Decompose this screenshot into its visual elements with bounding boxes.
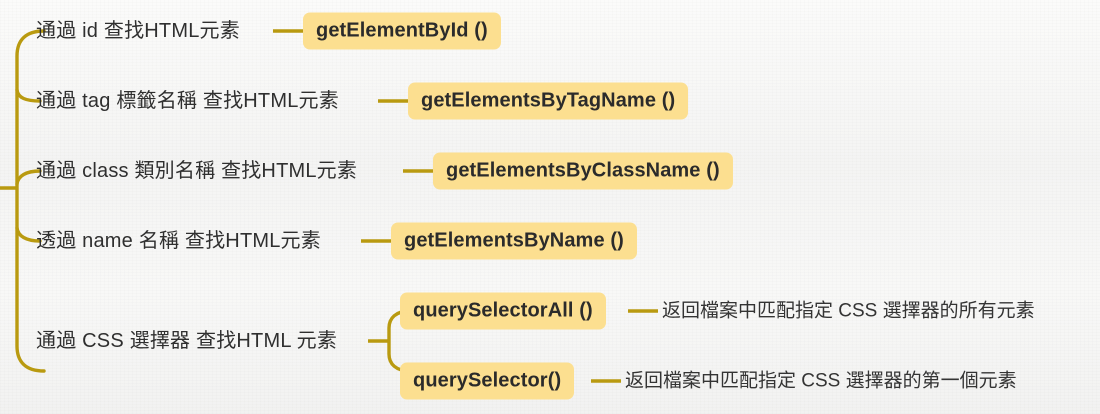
method-badge-get-elements-by-name[interactable]: getElementsByName () [391,222,637,260]
branch-label-by-id: 通過 id 查找HTML元素 [36,20,240,42]
method-badge-query-selector-all[interactable]: querySelectorAll () [400,292,606,330]
method-badge-get-elements-by-class-name[interactable]: getElementsByClassName () [433,152,733,190]
branch-label-by-css-selector: 通過 CSS 選擇器 查找HTML 元素 [36,330,338,352]
branch-label-by-name: 透過 name 名稱 查找HTML元素 [36,230,321,252]
description-query-selector-all: 返回檔案中匹配指定 CSS 選擇器的所有元素 [662,300,1035,322]
method-badge-query-selector[interactable]: querySelector() [400,362,575,400]
branch-label-by-class: 通過 class 類別名稱 查找HTML元素 [36,160,358,182]
method-badge-get-element-by-id[interactable]: getElementById () [303,12,501,50]
method-badge-get-elements-by-tag-name[interactable]: getElementsByTagName () [408,82,689,120]
description-query-selector: 返回檔案中匹配指定 CSS 選擇器的第一個元素 [625,370,1017,392]
branch-label-by-tag: 通過 tag 標籤名稱 查找HTML元素 [36,90,339,112]
